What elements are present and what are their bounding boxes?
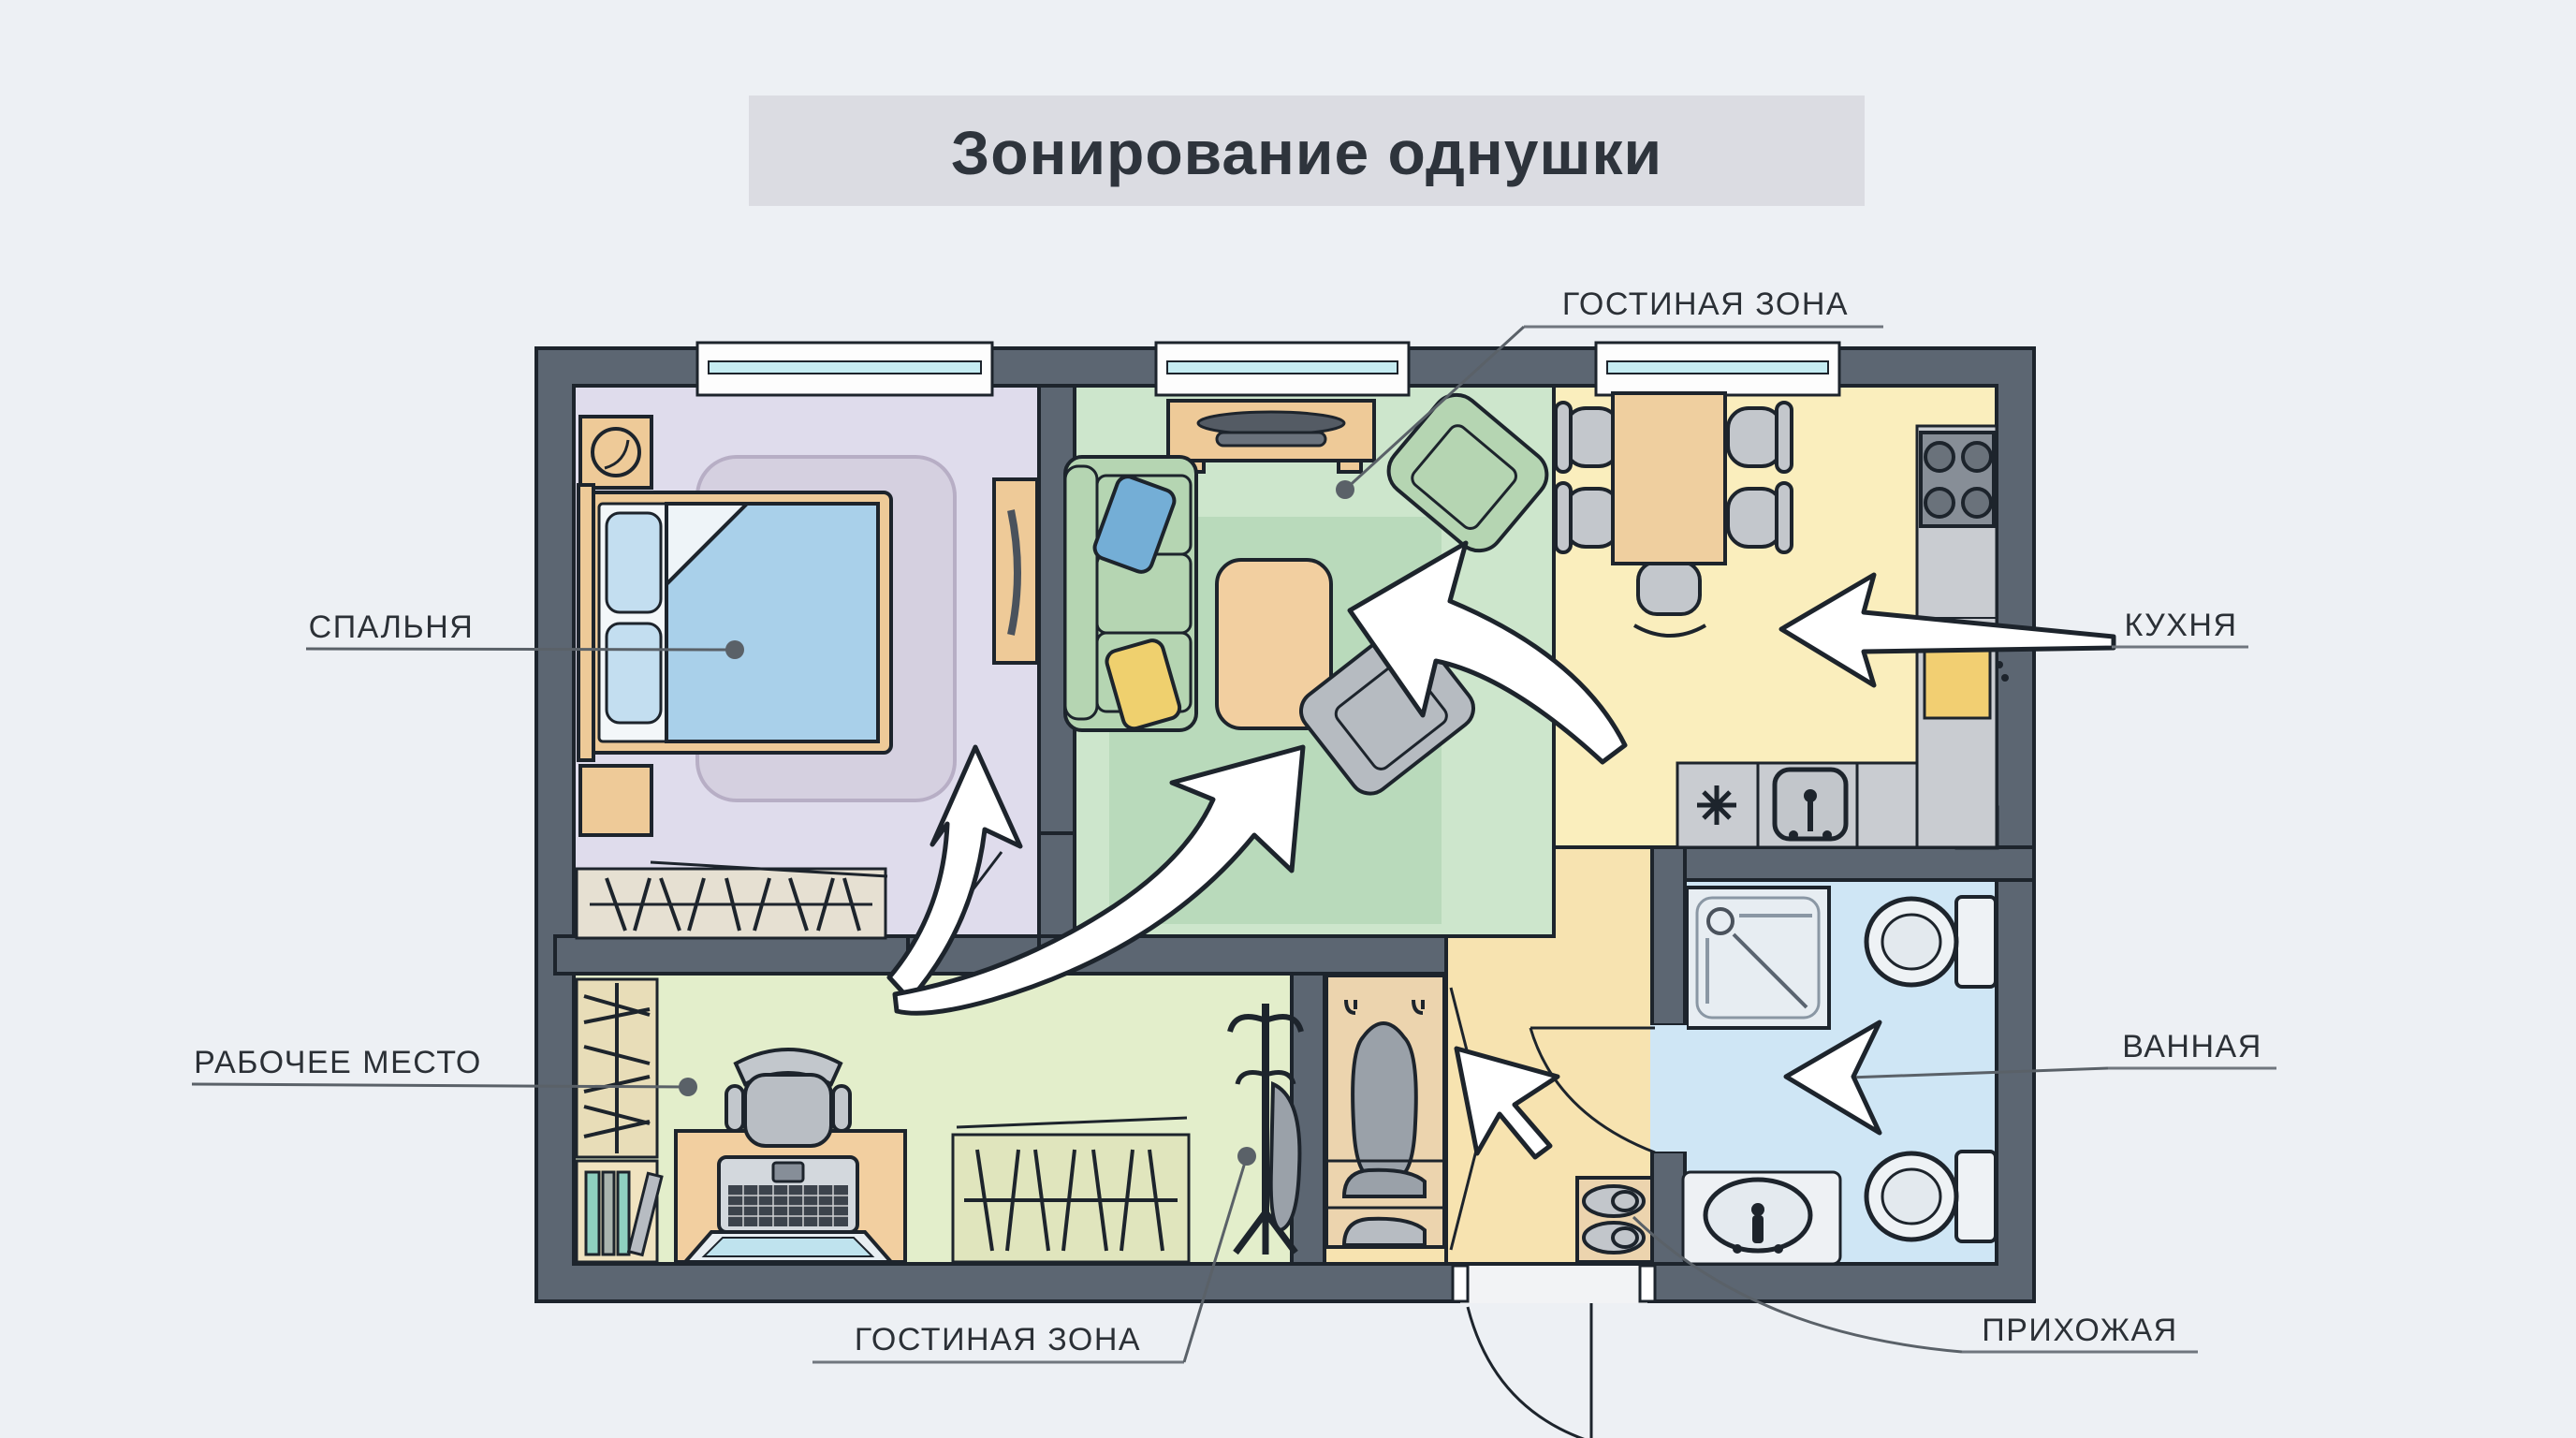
shelving (575, 977, 659, 1159)
title-background (749, 95, 1865, 206)
label-workplace: РАБОЧЕЕ МЕСТО (191, 1045, 697, 1096)
cutting-board (1923, 649, 1992, 720)
leader-dot (679, 1078, 697, 1096)
dining-table (1611, 391, 1727, 565)
label-kitchen: КУХНЯ (2112, 608, 2248, 649)
chair (1726, 406, 1784, 468)
window-bedroom (695, 341, 994, 397)
shower (1685, 886, 1831, 1030)
svg-text:ГОСТИНАЯ ЗОНА: ГОСТИНАЯ ЗОНА (855, 1322, 1141, 1357)
tv (1196, 410, 1346, 436)
bathroom-arrow (1783, 1020, 1882, 1136)
dining-table-set (1554, 391, 1793, 638)
armchair-green (1386, 392, 1549, 553)
hanging-coat (1351, 1021, 1418, 1180)
slippers (1582, 1184, 1646, 1255)
label-bathroom: ВАННАЯ (2108, 1029, 2276, 1070)
bathroom-door (1529, 1025, 1687, 1154)
shoes (1341, 1167, 1427, 1198)
page-title: Зонирование однушки (951, 118, 1662, 187)
washbasin (1681, 1170, 1842, 1266)
hook-icon (1344, 999, 1357, 1015)
coffee-table (1215, 558, 1333, 730)
label-hallway: ПРИХОЖАЯ (1632, 1215, 2198, 1354)
hanging-scarf (1268, 1080, 1302, 1233)
wall-bedroom-work (553, 934, 910, 976)
bookshelf (575, 1159, 664, 1264)
blue-pillow (1092, 475, 1177, 574)
coat-stand (1227, 1004, 1304, 1255)
stove (1919, 431, 1996, 528)
dresser (992, 477, 1039, 665)
bedroom-wardrobe (575, 860, 888, 940)
leader-dot (1336, 480, 1354, 499)
chair (1726, 487, 1784, 549)
toilet (1864, 895, 1998, 989)
svg-text:ГОСТИНАЯ ЗОНА: ГОСТИНАЯ ЗОНА (1562, 286, 1849, 322)
hallway-arrow (1454, 1046, 1560, 1160)
svg-text:ВАННАЯ: ВАННАЯ (2122, 1029, 2262, 1064)
label-living-top: ГОСТИНАЯ ЗОНА (1336, 286, 1883, 499)
ottoman (578, 764, 653, 837)
window-living (1154, 341, 1411, 397)
wall-kitchen-bath (1650, 845, 2036, 882)
svg-text:СПАЛЬНЯ: СПАЛЬНЯ (309, 609, 475, 645)
pillow (605, 511, 663, 614)
book (616, 1170, 631, 1256)
kitchen-sink (1772, 767, 1849, 842)
hob-icon (1697, 785, 1736, 825)
to-living-curved-arrow (892, 744, 1306, 1016)
blanket-fold (665, 502, 752, 589)
office-chair (724, 1048, 852, 1148)
svg-text:КУХНЯ: КУХНЯ (2124, 608, 2237, 643)
window-kitchen (1594, 341, 1841, 397)
book (601, 1170, 616, 1256)
hook-icon (1412, 999, 1425, 1015)
leader-dot (1237, 1147, 1256, 1166)
tv-console (1166, 399, 1376, 474)
book (584, 1170, 601, 1256)
kitchen-arrow (1778, 572, 2116, 688)
title-banner: Зонирование однушки (749, 95, 1865, 206)
svg-text:ПРИХОЖАЯ: ПРИХОЖАЯ (1982, 1313, 2177, 1348)
shoes (1341, 1216, 1427, 1247)
desk-laptop (674, 1129, 907, 1264)
closet (1325, 974, 1479, 1251)
kitchen-lower-counter (1676, 761, 1919, 849)
label-bedroom: СПАЛЬНЯ (305, 609, 744, 659)
shoe-cabinet (1575, 1176, 1654, 1264)
bathroom-leader-line (1848, 1066, 2109, 1079)
label-living-bottom: ГОСТИНАЯ ЗОНА (812, 1147, 1256, 1364)
into-living-arrow (1347, 540, 1628, 765)
guest-bench (951, 1116, 1191, 1264)
svg-text:РАБОЧЕЕ МЕСТО: РАБОЧЕЕ МЕСТО (194, 1045, 482, 1080)
yellow-pillow (1105, 638, 1182, 731)
bed (577, 483, 893, 762)
pillow (605, 622, 663, 725)
sofa (1063, 455, 1198, 732)
bidet (1864, 1150, 1998, 1243)
laptop (681, 1155, 896, 1264)
nightstand-lamp (578, 415, 653, 490)
wall-bath-left-upper (1650, 845, 1687, 1027)
chair (1636, 560, 1702, 616)
entrance-door (1451, 1264, 1657, 1438)
leader-dot (725, 640, 744, 659)
book (626, 1171, 664, 1257)
